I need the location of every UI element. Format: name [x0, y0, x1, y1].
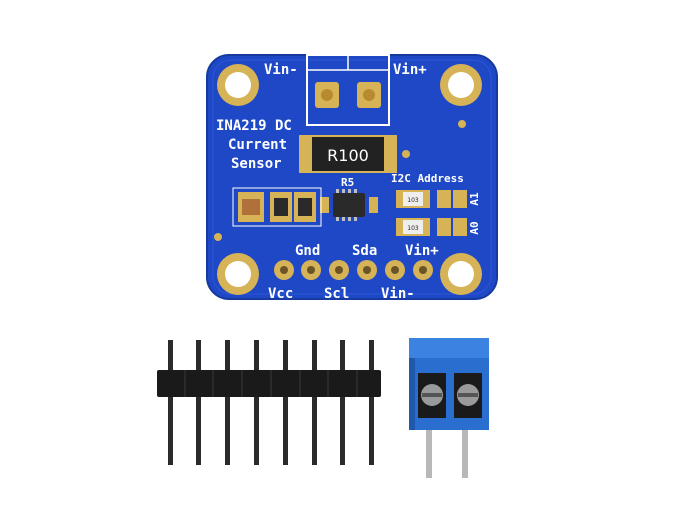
smd-resistor-a0: 103: [396, 218, 430, 236]
address-jumper-a0: [437, 218, 467, 236]
smd-pad: [369, 197, 378, 213]
mounting-hole-top-left: [217, 64, 259, 106]
pin-label-vcc: Vcc: [268, 286, 293, 302]
terminal-footprint: [306, 54, 390, 126]
address-jumper-a1: [437, 190, 467, 208]
header-pads: [274, 260, 433, 280]
smd-resistor-a1: 103: [396, 190, 430, 208]
a1-label: A1: [468, 192, 481, 206]
via-dot: [458, 120, 466, 128]
silk-outline: [232, 187, 322, 227]
pin-label-sda: Sda: [352, 243, 377, 259]
resistor-ref-label: R5: [341, 176, 354, 189]
smd-capacitor: [238, 192, 264, 222]
smd-code-label: 103: [407, 225, 419, 232]
vin-minus-top-label: Vin-: [264, 62, 298, 78]
mounting-hole-bottom-left: [217, 253, 259, 295]
i2c-address-label: I2C Address: [391, 172, 464, 185]
board-title-line-1: INA219 DC: [216, 118, 292, 134]
shunt-resistor: R100: [299, 135, 397, 173]
mounting-hole-top-right: [440, 64, 482, 106]
smd-code-label: 103: [407, 197, 419, 204]
screw-icon: [454, 373, 482, 418]
screw-terminal-block: [409, 338, 489, 478]
shunt-value-label: R100: [327, 146, 369, 165]
pin-label-scl: Scl: [324, 286, 349, 302]
via-dot: [402, 150, 410, 158]
screw-icon: [418, 373, 446, 418]
smd-resistor: [270, 192, 292, 222]
a0-label: A0: [468, 221, 481, 234]
pin-label-vin-minus: Vin-: [381, 286, 415, 302]
smd-resistor: [294, 192, 316, 222]
vin-plus-top-label: Vin+: [393, 62, 427, 78]
via-dot: [214, 233, 222, 241]
board-title-line-2: Current: [228, 137, 287, 153]
pin-header: [157, 340, 381, 465]
board-title-line-3: Sensor: [231, 156, 282, 172]
pin-label-gnd: Gnd: [295, 243, 320, 259]
mounting-hole-bottom-right: [440, 253, 482, 295]
smd-pad: [320, 197, 329, 213]
ina219-chip: [333, 189, 365, 221]
pin-label-vin-plus: Vin+: [405, 243, 439, 259]
